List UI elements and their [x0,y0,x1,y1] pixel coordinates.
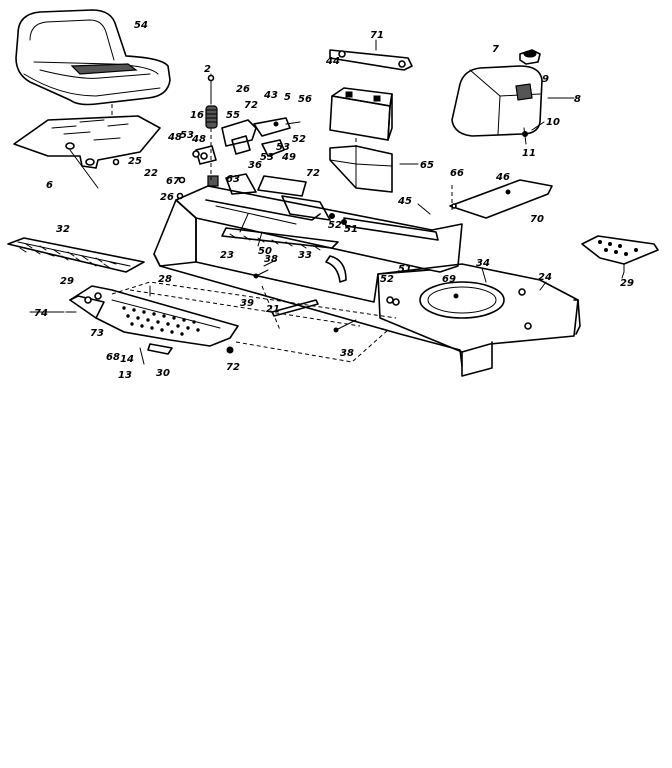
label-73: 73 [90,328,104,339]
label-29a: 29 [60,276,74,287]
main-frame [153,173,581,377]
label-74: 74 [34,308,48,319]
label-32: 32 [56,224,70,235]
label-10: 10 [546,117,560,128]
label-43: 43 [263,90,278,101]
label-70: 70 [530,214,544,225]
label-24: 24 [538,272,552,283]
label-51b: 51 [398,264,412,275]
label-69: 69 [442,274,456,285]
label-68: 68 [106,352,120,363]
label-38b: 38 [340,348,354,359]
label-8: 8 [574,94,581,105]
label-14: 14 [120,354,134,365]
battery [329,87,393,141]
label-48a: 48 [167,132,182,143]
hood-plate [449,179,553,219]
label-53c: 53 [276,142,290,153]
label-63: 63 [226,174,240,185]
label-5: 5 [284,92,291,103]
label-13: 13 [118,370,132,381]
leader-lines [29,39,625,313]
label-49: 49 [281,152,296,163]
label-72: 72 [244,100,258,111]
label-72b: 72 [306,168,320,179]
foot-rest-right [581,235,659,273]
label-55: 55 [226,110,240,121]
label-71: 71 [370,30,384,41]
label-51a: 51 [344,224,358,235]
seat-pan [13,115,161,169]
label-72c: 72 [226,362,240,373]
label-21: 21 [266,304,280,315]
label-30: 30 [156,368,170,379]
label-26b: 26 [160,192,174,203]
label-2: 2 [204,64,211,75]
label-67: 67 [166,176,180,187]
label-53b: 53 [260,152,274,163]
battery-strap [329,49,413,71]
foot-rest-left [7,237,145,273]
label-46: 46 [495,172,510,183]
seat [15,9,171,118]
label-29b: 29 [620,278,634,289]
label-44: 44 [325,56,340,67]
label-23: 23 [220,250,234,261]
label-33: 33 [298,250,312,261]
label-52b: 52 [328,220,342,231]
callout-labels: 54 2 16 55 26 72 43 5 56 71 44 7 9 8 10 … [34,20,634,381]
label-11: 11 [522,148,536,159]
label-54: 54 [134,20,148,31]
label-45: 45 [397,196,412,207]
label-38: 38 [264,254,278,265]
step-plate [65,285,239,365]
label-16: 16 [190,110,204,121]
label-36: 36 [248,160,262,171]
label-66: 66 [450,168,464,179]
label-6: 6 [46,180,53,191]
label-28: 28 [158,274,172,285]
label-50: 50 [258,246,272,257]
label-26: 26 [236,84,250,95]
fuel-tank [451,49,543,145]
assembly-guides [111,128,453,363]
spring-assembly [205,73,257,155]
label-52c: 52 [380,274,394,285]
label-39: 39 [240,298,254,309]
label-22: 22 [144,168,158,179]
label-9: 9 [542,74,549,85]
battery-tray [329,145,393,193]
fasteners [149,259,357,333]
label-7: 7 [492,44,499,55]
label-53a: 53 [180,130,194,141]
label-65: 65 [420,160,434,171]
label-48b: 48 [191,134,206,145]
label-34: 34 [476,258,490,269]
label-56: 56 [298,94,312,105]
label-52a: 52 [292,134,306,145]
label-25: 25 [128,156,142,167]
